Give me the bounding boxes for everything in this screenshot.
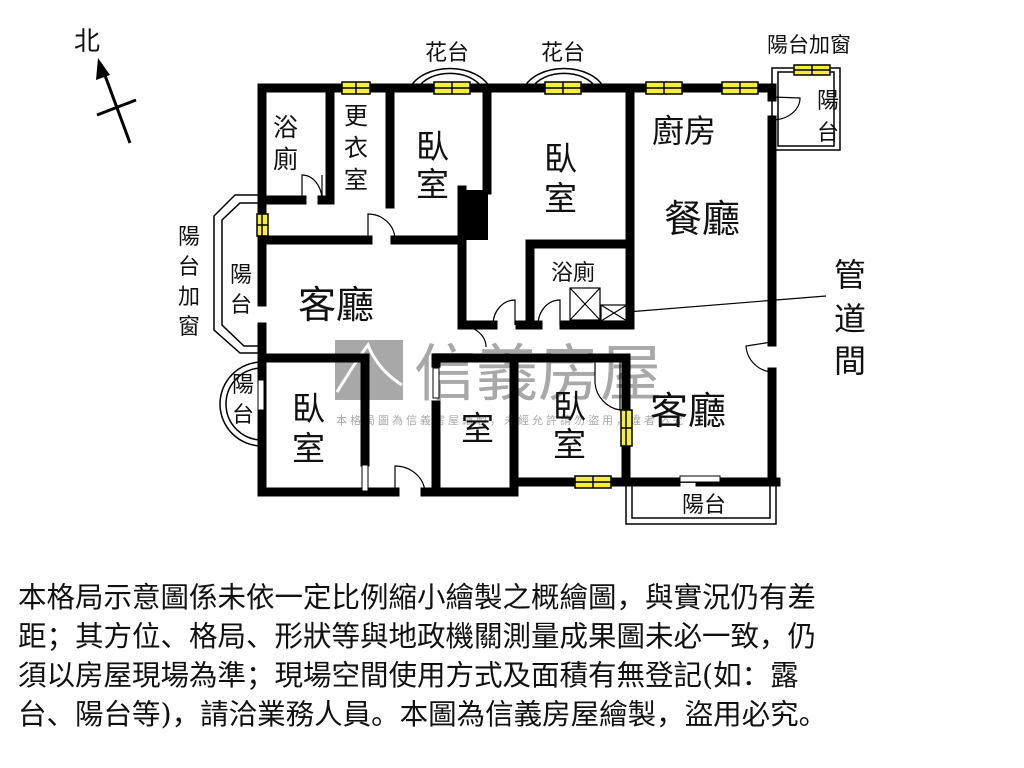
room-label-pipe-2: 道 [834, 300, 866, 338]
room-label-bath-nw-1: 浴 [273, 113, 298, 142]
balcony-label-flower-1: 花台 [425, 41, 469, 66]
balcony-label-s: 陽台 [682, 493, 726, 518]
doors [301, 96, 801, 493]
room-label-bedroom2-1: 臥 [544, 139, 577, 178]
room-label-closet-3: 室 [344, 166, 368, 194]
room-label-bedroom1-1: 臥 [416, 127, 449, 166]
watermark-brand: 信義房屋 [414, 337, 662, 410]
disclaimer-line: 台、陽台等)，請洽業務人員。本圖為信義房屋繪製，盜用必究。 [18, 698, 828, 731]
room-label-living-east: 客廳 [650, 389, 726, 433]
room-label-kitchen: 廚房 [652, 112, 716, 150]
room-label-bedroom-s-1: 臥 [553, 387, 586, 426]
balcony-label-enclosed-w-1: 陽 [178, 225, 200, 250]
balcony-label-ne-2: 台 [817, 121, 839, 146]
balcony-label-ne-1: 陽 [817, 89, 839, 114]
room-label-bath-nw-2: 廁 [273, 145, 298, 174]
room-label-small-room: 室 [461, 409, 494, 448]
watermark: 信義房屋 本格局圖為信義房屋繪製，未經允許請勿盜用，違者必究 [335, 337, 683, 427]
balcony-label-enclosed-w-4: 窗 [178, 315, 200, 340]
room-label-pipe-3: 間 [834, 342, 866, 380]
room-label-closet-2: 衣 [344, 134, 368, 162]
north-arrow-icon [96, 58, 137, 144]
balcony-label-enclosed-ne: 陽台加窗 [767, 33, 851, 57]
room-label-bedroom-sw-2: 室 [292, 429, 325, 468]
room-label-pipe-1: 管 [834, 256, 866, 294]
room-label-closet-1: 更 [344, 102, 368, 130]
room-label-bath-center: 浴廁 [551, 261, 595, 286]
compass-label: 北 [74, 27, 100, 57]
walls [257, 83, 781, 497]
room-label-dining: 餐廳 [664, 197, 740, 241]
balcony-label-sw-2: 台 [232, 403, 254, 428]
floor-plan: 北 信義房屋 本格局圖為信義房屋繪製，未經允許請勿盜用，違者必究 [74, 27, 866, 525]
room-label-living-west: 客廳 [298, 283, 374, 327]
balcony-label-sw-1: 陽 [232, 373, 254, 398]
disclaimer-line: 須以房屋現場為準；現場空間使用方式及面積有無登記(如：露 [18, 659, 799, 692]
room-label-bedroom-sw-1: 臥 [292, 389, 325, 428]
room-label-bedroom2-2: 室 [544, 179, 577, 218]
room-label-bedroom1-2: 室 [416, 165, 449, 204]
disclaimer-line: 本格局示意圖係未依一定比例縮小繪製之概繪圖，與實況仍有差 [18, 581, 817, 614]
disclaimer-text: 本格局示意圖係未依一定比例縮小繪製之概繪圖，與實況仍有差 距；其方位、格局、形狀… [18, 578, 1018, 734]
balcony-label-flower-2: 花台 [541, 41, 585, 66]
balcony-label-w-2: 台 [230, 293, 252, 318]
windows [256, 64, 831, 489]
pipe-shaft-box [569, 287, 827, 322]
room-label-bedroom-s-2: 室 [553, 425, 586, 464]
disclaimer-line: 距；其方位、格局、形狀等與地政機關測量成果圖未必一致，仍 [18, 620, 817, 653]
balcony-label-enclosed-w-2: 台 [178, 255, 200, 280]
balcony-label-enclosed-w-3: 加 [178, 285, 200, 310]
balcony-label-w-1: 陽 [230, 263, 252, 288]
